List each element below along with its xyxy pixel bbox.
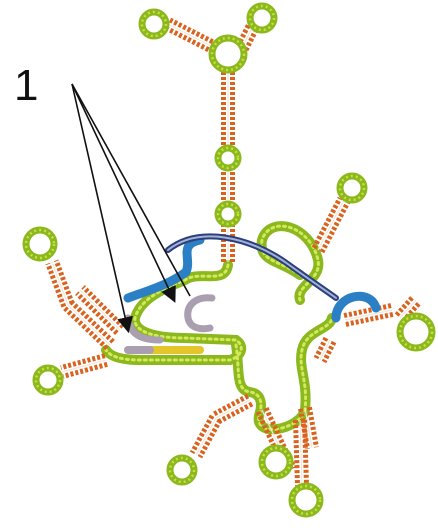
stem-top-3 bbox=[221, 68, 235, 150]
loop-bottom-right-dots bbox=[290, 484, 322, 516]
loop-top-2-dots bbox=[216, 146, 240, 170]
stem-right-low bbox=[313, 336, 337, 364]
arrows bbox=[71, 83, 191, 334]
stem-bottom-right bbox=[298, 406, 319, 450]
blue-segment-left bbox=[123, 235, 205, 303]
loop-top-1-dots bbox=[216, 202, 240, 226]
arrow-pointer-icon bbox=[71, 83, 191, 297]
stem-top-left-arm bbox=[164, 17, 219, 55]
loop-right-mid-dots bbox=[398, 314, 434, 350]
stems bbox=[45, 16, 422, 487]
stem-left-lower bbox=[60, 353, 108, 379]
loop-right-upper-dots bbox=[338, 174, 366, 202]
loop-top-2 bbox=[214, 144, 242, 172]
label-number: 1 bbox=[14, 61, 39, 110]
stem-right-upper bbox=[311, 196, 351, 254]
gray-hook bbox=[184, 294, 216, 333]
stem-left-inner bbox=[75, 285, 125, 335]
arrow-pointer-icon bbox=[71, 83, 133, 334]
loop-left-bottom-dots bbox=[34, 366, 62, 394]
dark-curve-inner bbox=[167, 235, 337, 299]
arrow-pointer-icon bbox=[71, 83, 176, 303]
stem-left-upper bbox=[63, 299, 115, 351]
loop-top-1 bbox=[214, 200, 242, 228]
loop-top-apex bbox=[208, 34, 248, 74]
stem-bottom-left-b bbox=[189, 414, 223, 459]
loop-top-apex-dots bbox=[210, 36, 246, 72]
loop-top-right-dots bbox=[248, 4, 276, 32]
loop-top-left-dots bbox=[140, 10, 168, 38]
loop-bottom-left-dots bbox=[168, 456, 196, 484]
loop-right-mid bbox=[396, 312, 436, 352]
stem-bottom-left bbox=[212, 393, 254, 425]
stem-left-upper-b bbox=[45, 259, 75, 308]
stem-bottom-right-b bbox=[293, 419, 309, 487]
stem-top-2 bbox=[221, 168, 235, 200]
loop-bottom-mid-dots bbox=[260, 446, 292, 478]
backbone bbox=[101, 221, 337, 435]
blue-loop-right bbox=[331, 291, 381, 323]
stem-right-mid bbox=[343, 303, 394, 327]
stem-right-mid-b bbox=[394, 295, 422, 323]
loops bbox=[22, 2, 436, 518]
loop-left-top-dots bbox=[24, 228, 56, 260]
